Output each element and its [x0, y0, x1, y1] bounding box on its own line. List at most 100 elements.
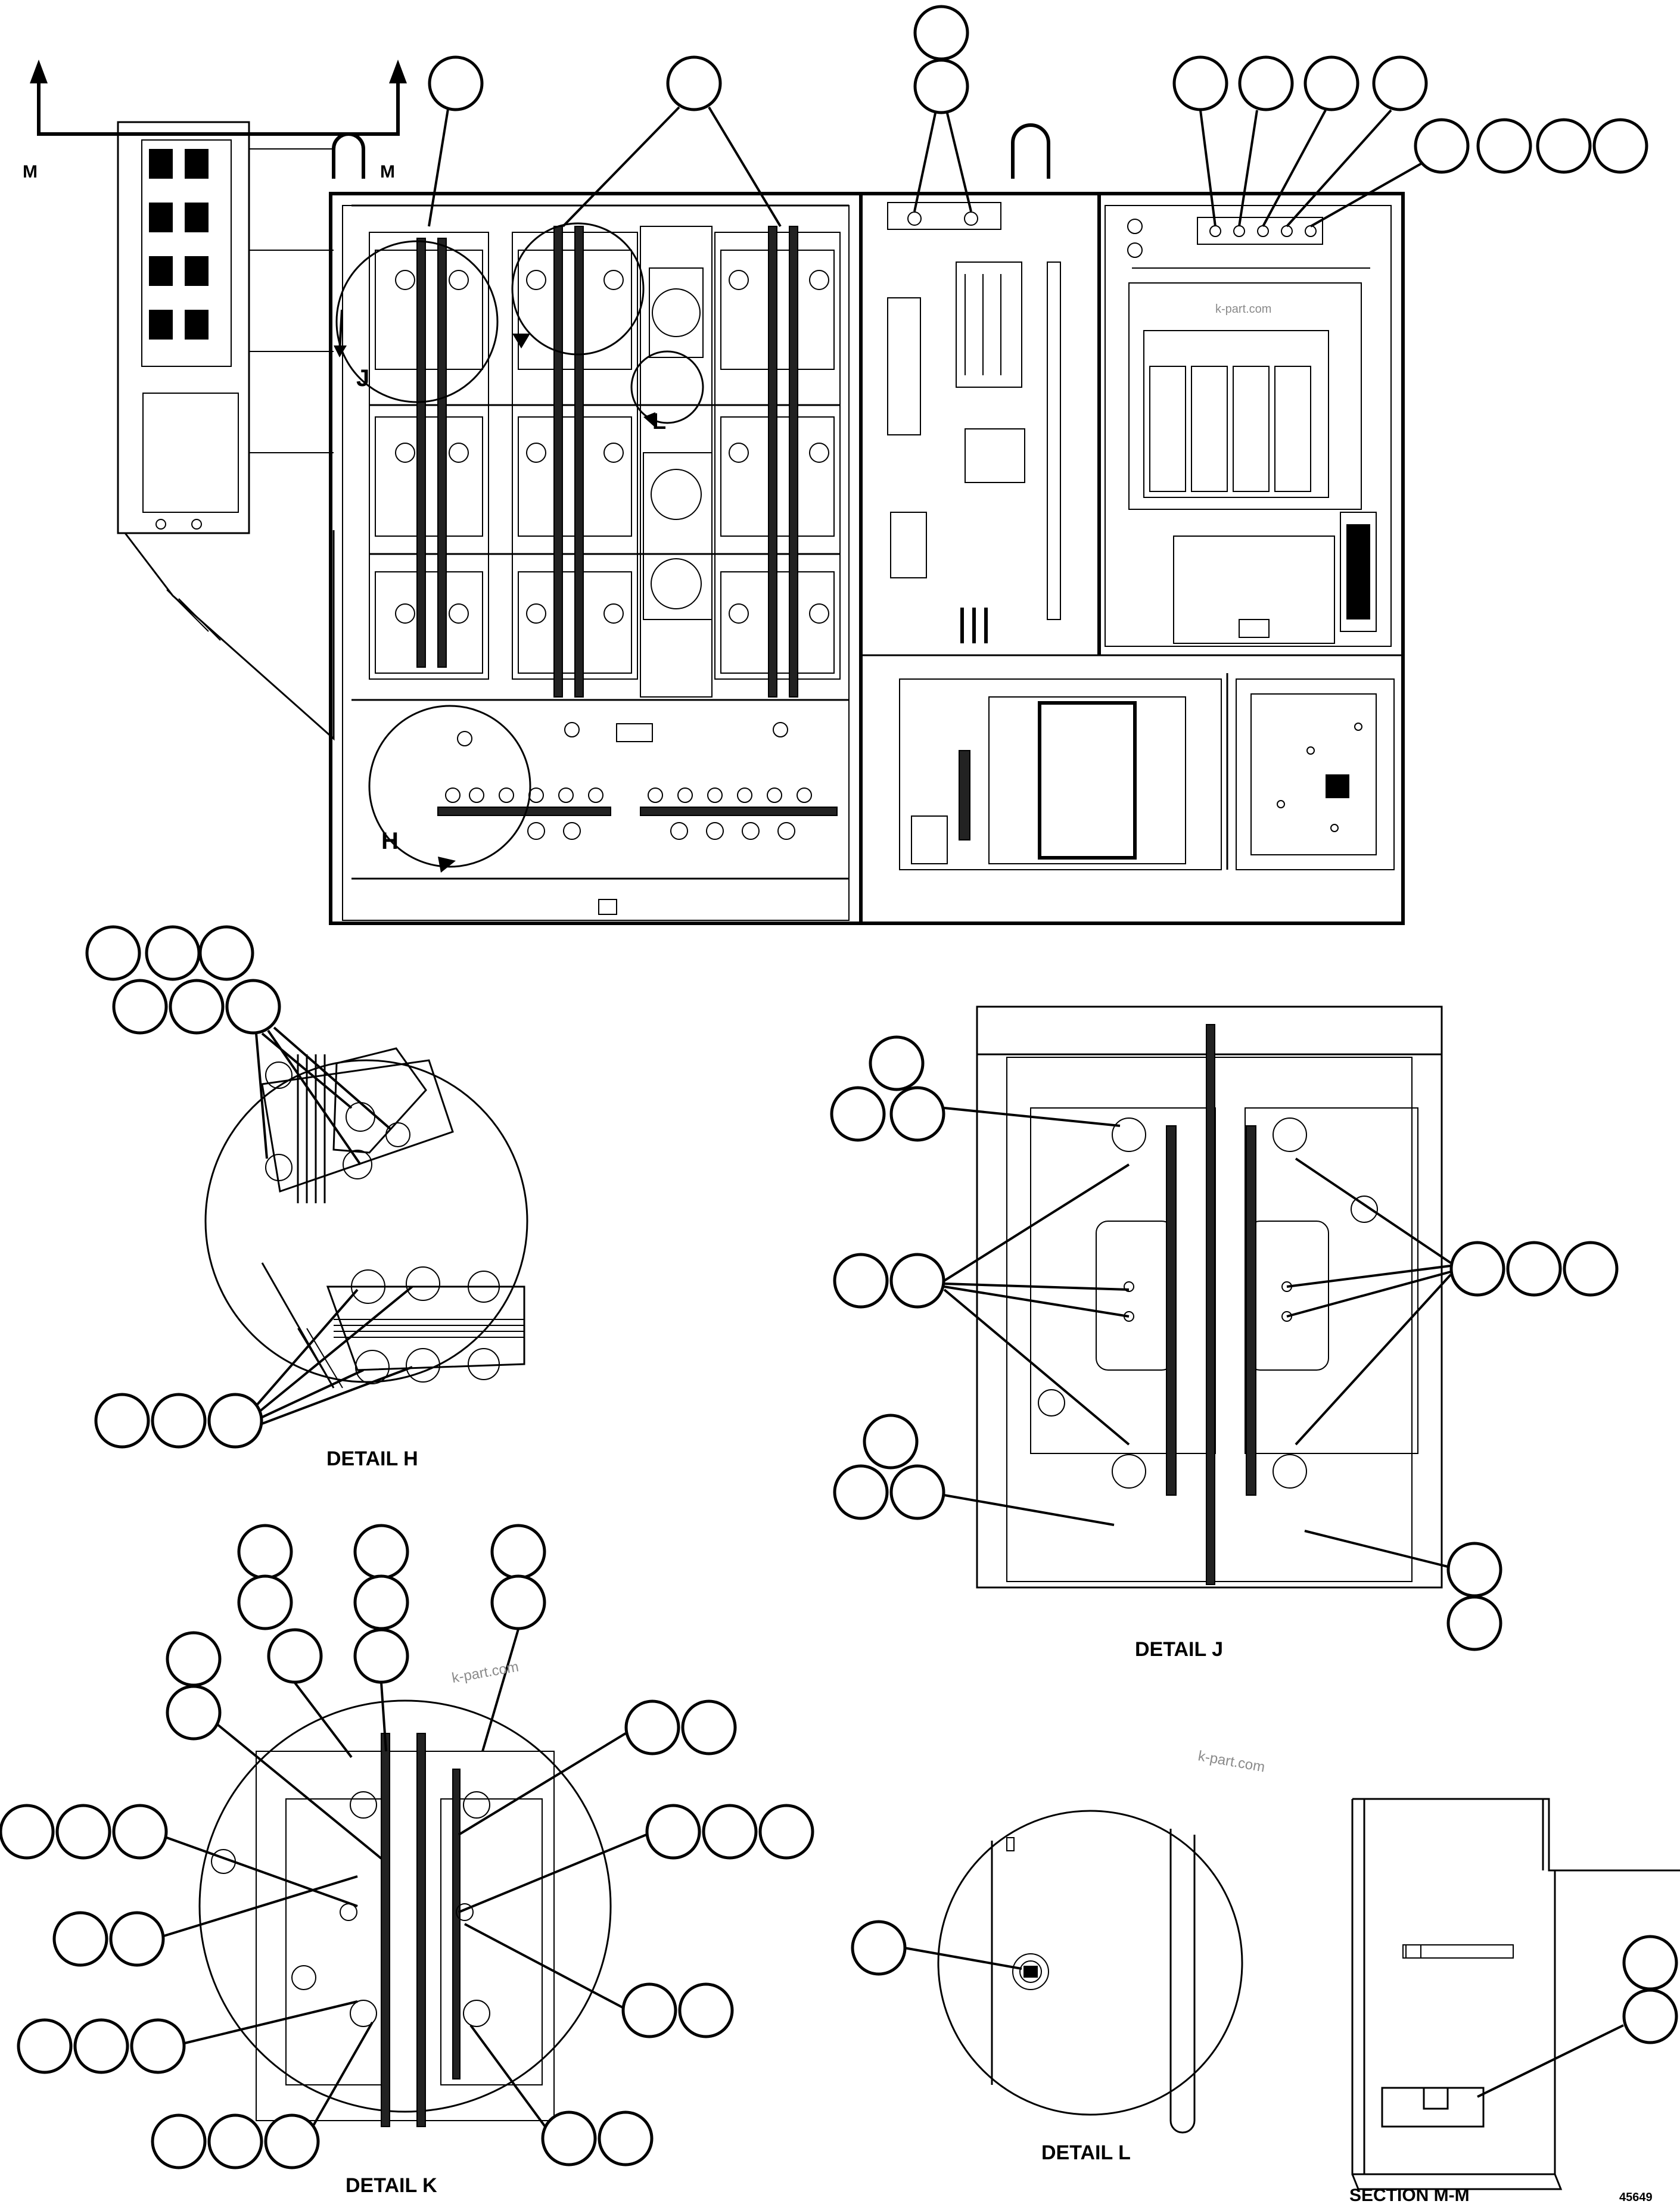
balloon [1446, 1542, 1502, 1598]
balloon [1172, 55, 1228, 111]
balloon [1303, 55, 1359, 111]
right-lower-panels [899, 678, 1395, 870]
left-door-panel [117, 121, 335, 741]
watermark: k-part.com [1215, 303, 1271, 316]
control-panel [887, 202, 1061, 643]
balloon [1592, 118, 1648, 174]
balloon [94, 1393, 150, 1449]
balloon [681, 1699, 737, 1755]
balloon [112, 979, 168, 1035]
section-arrow-group: M M [23, 60, 407, 182]
balloon [267, 1628, 323, 1684]
detail-h: DETAIL H [85, 925, 528, 1470]
balloon [702, 1804, 758, 1860]
section-label-m-right: M [380, 162, 395, 182]
right-upper-panel [1105, 205, 1392, 647]
detail-h-label: DETAIL H [326, 1447, 418, 1470]
balloon [1563, 1241, 1619, 1297]
balloon [169, 979, 225, 1035]
balloon [863, 1414, 919, 1470]
balloon [621, 1982, 677, 2038]
balloon [490, 1574, 546, 1630]
callout-h-circle: H [368, 705, 531, 873]
balloon [1414, 118, 1470, 174]
balloon [758, 1804, 814, 1860]
balloon [109, 1911, 165, 1967]
balloon [353, 1524, 409, 1580]
balloon [353, 1574, 409, 1630]
bottom-busbar-area [437, 722, 838, 915]
balloon [678, 1982, 734, 2038]
section-label-m-left: M [23, 162, 38, 182]
balloon [624, 1699, 680, 1755]
watermark: k-part.com [450, 1659, 519, 1686]
balloon [1622, 1935, 1678, 1991]
balloon [207, 2113, 263, 2169]
balloon [73, 2018, 129, 2074]
balloon [237, 1574, 293, 1630]
balloon [112, 1804, 168, 1860]
balloon [1238, 55, 1294, 111]
balloon [913, 58, 969, 114]
callout-j-circle: J [334, 240, 499, 403]
balloon [490, 1524, 546, 1580]
detail-j: DETAIL J [830, 1006, 1619, 1661]
balloon [851, 1920, 907, 1976]
balloon [913, 5, 969, 61]
balloon [0, 1804, 55, 1860]
balloon [130, 2018, 186, 2074]
detail-k-label: DETAIL K [346, 2174, 437, 2197]
callout-k-circle [511, 222, 645, 356]
balloon [666, 55, 722, 111]
callout-label-l: L [652, 409, 666, 434]
balloon [598, 2110, 654, 2166]
balloon [151, 2113, 207, 2169]
main-view: M M [23, 5, 1648, 925]
balloon [645, 1804, 701, 1860]
lifting-eye-right [1011, 123, 1050, 179]
balloon [166, 1685, 222, 1741]
balloon [151, 1393, 207, 1449]
balloon [207, 1393, 263, 1449]
balloon [145, 925, 201, 981]
balloon [1449, 1241, 1505, 1297]
callout-label-j: J [356, 365, 369, 391]
balloon [428, 55, 484, 111]
detail-j-label: DETAIL J [1135, 1638, 1223, 1661]
detail-l-label: DETAIL L [1041, 2141, 1131, 2164]
balloon [198, 925, 254, 981]
balloon [264, 2113, 320, 2169]
lifting-eye-left [332, 132, 365, 179]
balloon [52, 1911, 108, 1967]
section-mm-label: SECTION M-M [1349, 2186, 1470, 2204]
watermark: k-part.com [1197, 1748, 1266, 1775]
balloon [237, 1524, 293, 1580]
main-cabinet [329, 192, 1405, 925]
callout-label-h: H [381, 828, 399, 854]
balloon [85, 925, 141, 981]
section-m-m: SECTION M-M 45649 [1349, 1798, 1680, 2204]
balloon [166, 1631, 222, 1687]
balloon [869, 1035, 925, 1091]
balloon [1476, 118, 1532, 174]
balloon [1506, 1241, 1562, 1297]
balloon [17, 2018, 73, 2074]
balloon [833, 1253, 889, 1309]
balloon [1372, 55, 1428, 111]
center-fan-column [640, 226, 713, 698]
drawing-number: 45649 [1619, 2191, 1653, 2204]
balloon [889, 1253, 945, 1309]
balloon [1536, 118, 1592, 174]
balloon [225, 979, 281, 1035]
balloon [55, 1804, 111, 1860]
balloon [830, 1086, 886, 1142]
balloon [889, 1464, 945, 1520]
detail-k: DETAIL K [0, 1524, 814, 2197]
module-column-2 [512, 226, 638, 698]
balloon [833, 1464, 889, 1520]
detail-l: DETAIL L [851, 1810, 1243, 2164]
module-column-1 [369, 232, 489, 680]
main-view-balloons [428, 5, 1648, 228]
balloon [541, 2110, 597, 2166]
